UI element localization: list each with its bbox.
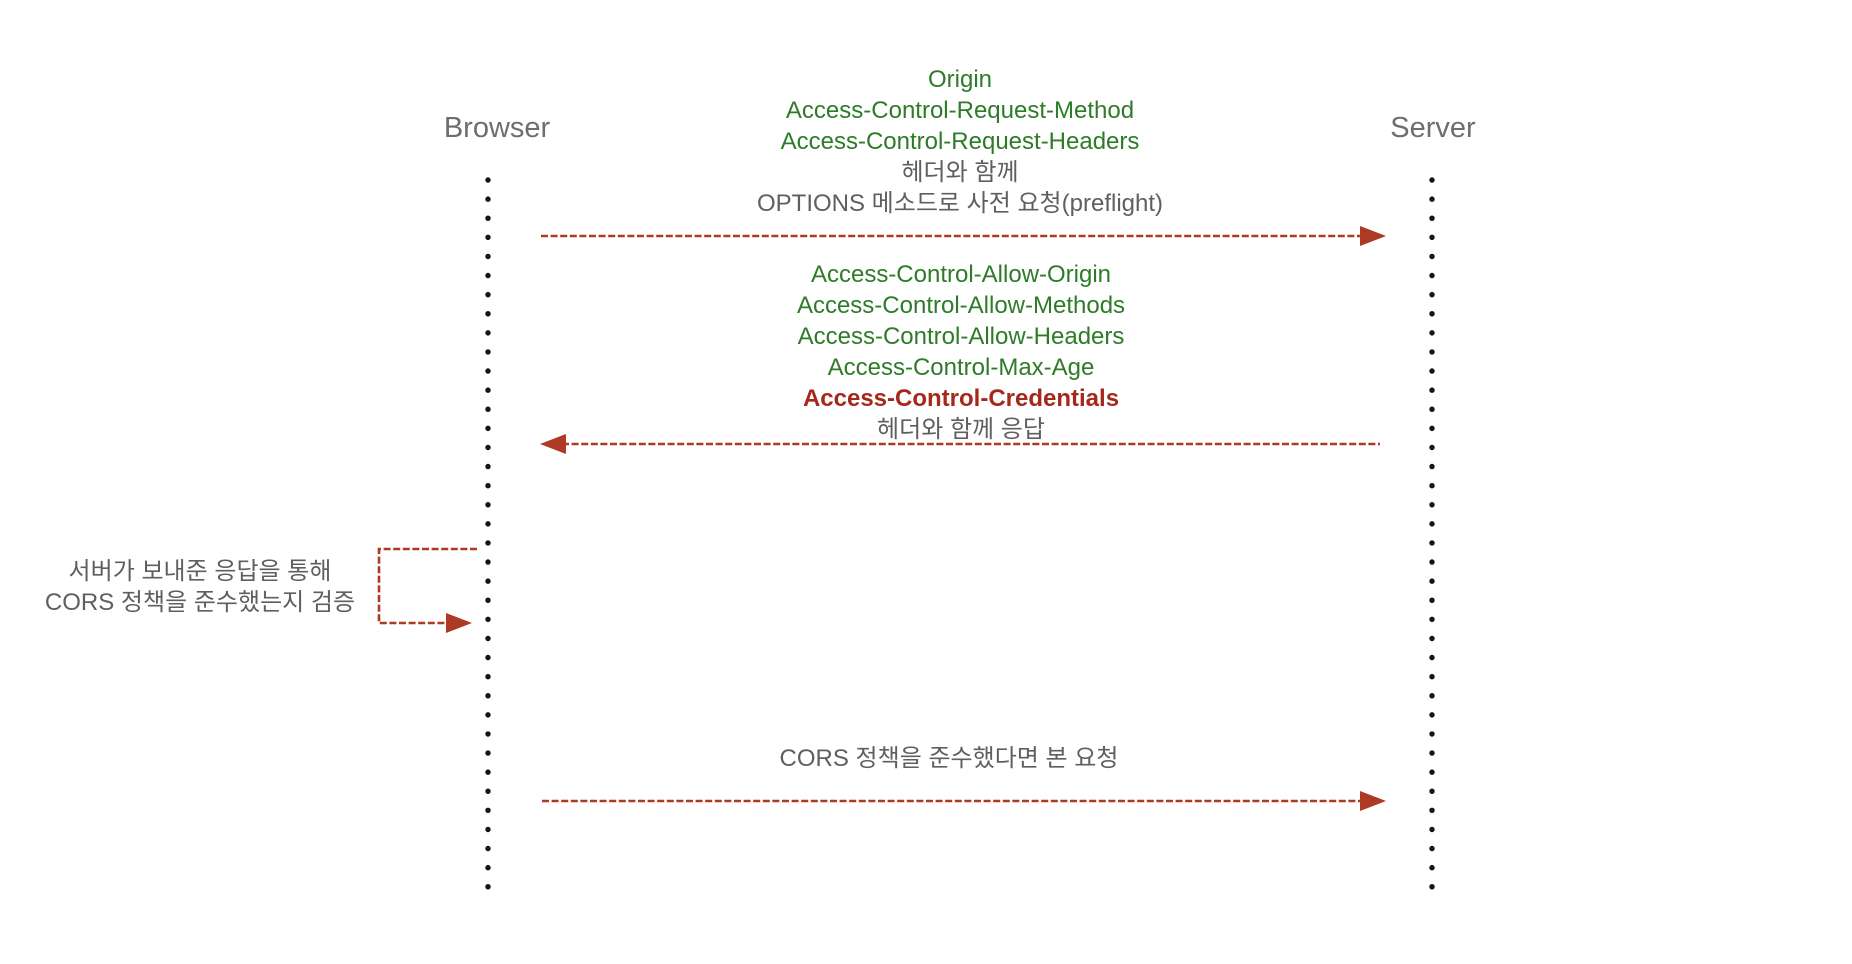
main-request-text: CORS 정책을 준수했다면 본 요청 <box>780 743 1119 774</box>
arrow-head-right-icon <box>1360 791 1386 811</box>
main-request-arrow <box>542 791 1386 811</box>
arrow-head-right-icon <box>1360 226 1386 246</box>
request-header-origin: Origin <box>927 66 993 93</box>
self-check-loop-arrow <box>377 547 477 633</box>
self-validation-text: 서버가 보내준 응답을 통해 CORS 정책을 준수했는지 검증 <box>45 556 355 618</box>
validation-note-line2: CORS 정책을 준수했는지 검증 <box>44 589 356 616</box>
main-request-note: CORS 정책을 준수했다면 본 요청 <box>779 745 1119 772</box>
response-header-allow-headers: Access-Control-Allow-Headers <box>797 323 1125 350</box>
loop-path <box>377 547 477 625</box>
preflight-response-arrow <box>540 434 1380 454</box>
preflight-request-arrow <box>541 226 1386 246</box>
request-header-headers: Access-Control-Request-Headers <box>780 128 1140 155</box>
actor-label-server: Server <box>1390 112 1476 144</box>
response-header-allow-origin: Access-Control-Allow-Origin <box>810 261 1112 288</box>
response-header-max-age: Access-Control-Max-Age <box>827 354 1095 381</box>
validation-note-line1: 서버가 보내준 응답을 통해 <box>68 558 332 585</box>
actor-label-browser: Browser <box>443 112 551 144</box>
request-header-method: Access-Control-Request-Method <box>785 97 1135 124</box>
arrow-head-left-icon <box>540 434 566 454</box>
preflight-request-text: Origin Access-Control-Request-Method Acc… <box>757 64 1163 219</box>
response-note-with-headers: 헤더와 함께 응답 <box>877 416 1045 443</box>
response-header-credentials: Access-Control-Credentials <box>802 385 1120 412</box>
response-header-allow-methods: Access-Control-Allow-Methods <box>796 292 1126 319</box>
request-note-with-headers: 헤더와 함께 <box>901 159 1019 186</box>
request-note-options-preflight: OPTIONS 메소드로 사전 요청(preflight) <box>756 190 1164 217</box>
preflight-response-text: Access-Control-Allow-Origin Access-Contr… <box>797 259 1125 445</box>
arrow-head-right-icon <box>446 613 472 633</box>
